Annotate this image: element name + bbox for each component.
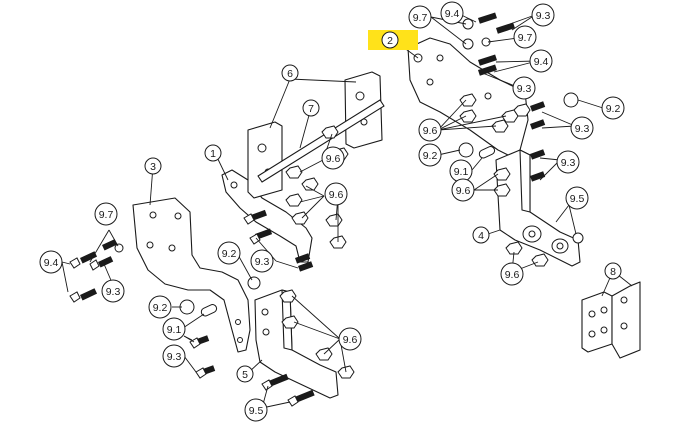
- callout-9-5-lower-label: 9.5: [249, 405, 264, 417]
- callout-9-5-lower: 9.5: [244, 398, 268, 422]
- callout-9-6-right-a-label: 9.6: [423, 125, 438, 137]
- callout-3-label: 3: [150, 161, 156, 173]
- callout-9-7-top-label: 9.7: [413, 12, 428, 24]
- callout-9-3-a: 9.3: [512, 76, 536, 100]
- callout-3: 3: [144, 157, 162, 175]
- callout-9-3-c-label: 9.3: [561, 157, 576, 169]
- callout-9-6-lower-label: 9.6: [343, 334, 358, 346]
- callout-7: 7: [302, 99, 320, 117]
- callout-6-label: 6: [287, 68, 293, 80]
- callout-9-3-lower: 9.3: [162, 344, 186, 368]
- callout-9-4-top: 9.4: [440, 1, 464, 25]
- callout-9-3-left: 9.3: [101, 279, 125, 303]
- part-3-plate: [132, 197, 251, 353]
- callout-9-5-right: 9.5: [565, 186, 589, 210]
- callout-9-6-center-label: 9.6: [329, 189, 344, 201]
- callout-9-7-right: 9.7: [513, 25, 537, 49]
- callout-2-label: 2: [387, 35, 393, 47]
- callout-9-1-left: 9.1: [162, 317, 186, 341]
- callout-9-6-lower: 9.6: [338, 327, 362, 351]
- callout-9-3-center-label: 9.3: [255, 256, 270, 268]
- callout-9-2-left: 9.2: [148, 295, 172, 319]
- callout-9-4-left-label: 9.4: [44, 257, 59, 269]
- callout-9-3-top-label: 9.3: [536, 10, 551, 22]
- callout-9-3-b: 9.3: [570, 116, 594, 140]
- callout-9-2-mid: 9.2: [418, 143, 442, 167]
- callout-9-6-bottom-label: 9.6: [505, 269, 520, 281]
- callout-9-2-center-label: 9.2: [222, 248, 237, 260]
- callout-9-7-top: 9.7: [408, 5, 432, 29]
- callout-9-3-left-label: 9.3: [106, 286, 121, 298]
- callout-9-6-right-a: 9.6: [418, 118, 442, 142]
- callout-9-5-right-label: 9.5: [570, 193, 585, 205]
- callout-9-4-top-label: 9.4: [445, 8, 460, 20]
- callout-9-6-bottom: 9.6: [500, 262, 524, 286]
- callout-4: 4: [472, 226, 490, 244]
- part-4-bracket: [495, 149, 584, 267]
- callout-9-2-mid-label: 9.2: [423, 150, 438, 162]
- callout-9-2-center: 9.2: [217, 241, 241, 265]
- callout-9-7-left: 9.7: [94, 202, 118, 226]
- callout-9-4-left: 9.4: [39, 250, 63, 274]
- callout-8: 8: [604, 262, 622, 280]
- callout-9-3-lower-label: 9.3: [167, 351, 182, 363]
- callout-4-label: 4: [478, 230, 484, 242]
- callout-9-1-right: 9.1: [449, 159, 473, 183]
- callout-9-4-right-label: 9.4: [534, 56, 549, 68]
- callout-9-1-left-label: 9.1: [167, 324, 182, 336]
- callout-5-label: 5: [242, 369, 248, 381]
- callout-9-2-right: 9.2: [601, 96, 625, 120]
- callout-9-2-left-label: 9.2: [153, 302, 168, 314]
- callout-9-6-right-b: 9.6: [451, 178, 475, 202]
- callout-9-7-left-label: 9.7: [99, 209, 114, 221]
- callout-5: 5: [236, 365, 254, 383]
- callout-6: 6: [281, 64, 299, 82]
- callout-9-3-c: 9.3: [556, 150, 580, 174]
- callout-9-7-right-label: 9.7: [518, 32, 533, 44]
- callout-9-6-center-top: 9.6: [321, 146, 345, 170]
- part-8-plates: [581, 281, 641, 359]
- callout-9-2-right-label: 9.2: [606, 103, 621, 115]
- callout-9-3-a-label: 9.3: [517, 83, 532, 95]
- callout-9-6-center: 9.6: [324, 182, 348, 206]
- callout-9-3-top: 9.3: [531, 3, 555, 27]
- callout-9-6-right-b-label: 9.6: [456, 185, 471, 197]
- callout-9-4-right: 9.4: [529, 49, 553, 73]
- callout-9-6-center-top-label: 9.6: [326, 153, 341, 165]
- callout-7-label: 7: [308, 103, 314, 115]
- callout-1: 1: [204, 144, 222, 162]
- part-7-rod: [257, 99, 385, 183]
- callout-9-1-right-label: 9.1: [454, 166, 469, 178]
- leader-lines: [61, 12, 633, 409]
- callout-2: 2: [381, 31, 399, 49]
- callout-9-3-b-label: 9.3: [575, 123, 590, 135]
- callout-8-label: 8: [610, 266, 616, 278]
- callout-9-3-center: 9.3: [250, 249, 274, 273]
- callout-1-label: 1: [210, 148, 216, 160]
